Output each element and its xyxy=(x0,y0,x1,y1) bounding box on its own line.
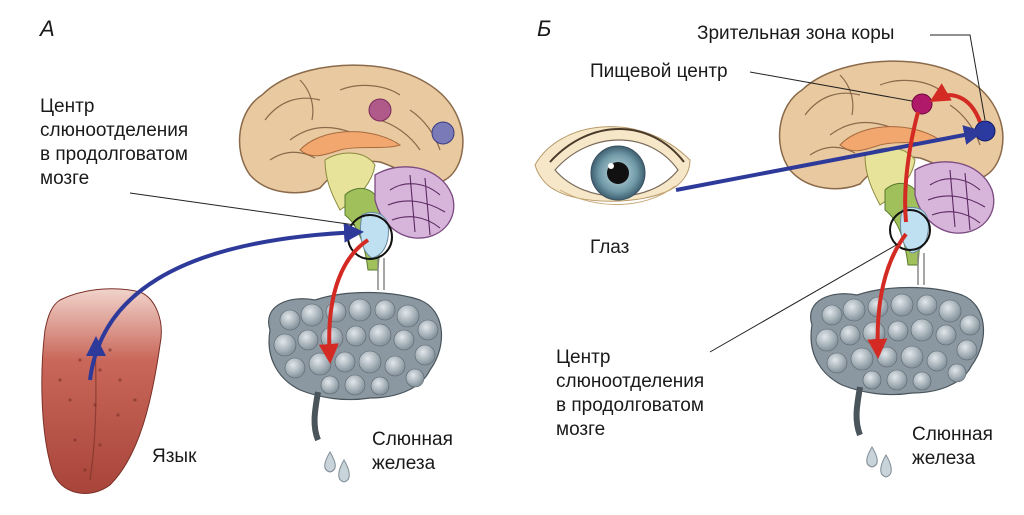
panel-a-letter: А xyxy=(40,16,55,41)
corpus-callosum-a xyxy=(299,131,402,157)
salivary-gland-label-a: Слюнная железа xyxy=(372,429,453,474)
brain-a xyxy=(238,64,464,290)
saliva-drop-a2 xyxy=(338,459,350,483)
salivary-gland-a xyxy=(268,291,443,483)
tongue-label: Язык xyxy=(152,446,197,467)
leader-center-b xyxy=(709,243,899,353)
panel-b-letter: Б xyxy=(537,16,552,41)
afferent-arrow-b xyxy=(675,125,984,192)
cortex-link-arrow xyxy=(929,83,982,123)
visual-cortex-label: Зрительная зона коры xyxy=(697,23,895,44)
brain-spot-blue-a xyxy=(431,121,455,145)
leader-center-a xyxy=(129,192,356,226)
saliva-drop-a1 xyxy=(324,451,336,473)
efferent-arrow-b xyxy=(867,232,908,359)
salivation-center-label-a: Центр слюноотделения в продолговатом моз… xyxy=(40,96,189,189)
descending-arrow-b xyxy=(903,111,920,223)
saliva-drop-b2 xyxy=(880,454,892,478)
brain-spot-pink-a xyxy=(368,98,392,122)
food-center-dot xyxy=(911,93,933,115)
eye-label: Глаз xyxy=(590,237,630,258)
saliva-drop-b1 xyxy=(866,446,878,468)
tongue xyxy=(41,288,162,494)
panel-a xyxy=(41,64,464,494)
leader-visual-zone xyxy=(930,34,986,121)
medulla-highlight-circle-b xyxy=(889,209,931,251)
leader-food-center xyxy=(749,71,913,102)
salivation-center-label-b: Центр слюноотделения в продолговатом моз… xyxy=(556,347,705,440)
efferent-arrow-a xyxy=(318,238,370,364)
cerebellum-b xyxy=(914,161,995,234)
brain-b xyxy=(778,60,1004,285)
salivary-gland-label-b: Слюнная железа xyxy=(912,424,993,469)
salivary-gland-b xyxy=(810,286,985,478)
eye xyxy=(534,126,691,205)
panel-b xyxy=(534,34,1004,478)
food-center-label: Пищевой центр xyxy=(590,61,728,82)
